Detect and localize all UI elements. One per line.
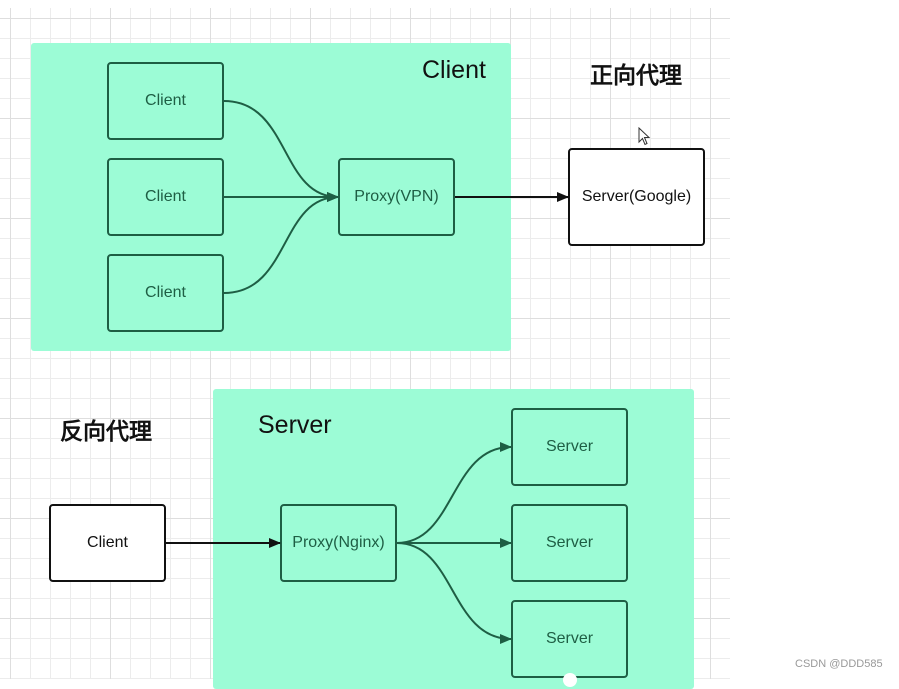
server-node-2[interactable]: Server <box>511 504 628 582</box>
reverse-proxy-heading: 反向代理 <box>60 419 152 445</box>
connector-nginx-to-server1 <box>396 442 512 544</box>
google-server-node[interactable]: Server(Google) <box>568 148 705 246</box>
client-node-1[interactable]: Client <box>107 62 224 140</box>
watermark: CSDN @DDD585 <box>795 658 883 670</box>
client-node-2[interactable]: Client <box>107 158 224 236</box>
nginx-proxy-node[interactable]: Proxy(Nginx) <box>280 504 397 582</box>
connector-client1-to-vpn <box>223 100 339 202</box>
client-zone-label: Client <box>422 56 486 84</box>
client-node-reverse[interactable]: Client <box>49 504 166 582</box>
connector-nginx-to-server3 <box>396 542 512 644</box>
mouse-cursor-icon <box>638 127 651 146</box>
server-node-1[interactable]: Server <box>511 408 628 486</box>
connector-client3-to-vpn <box>223 192 339 294</box>
vpn-proxy-node[interactable]: Proxy(VPN) <box>338 158 455 236</box>
server-zone-label: Server <box>258 411 332 439</box>
connection-handle <box>563 673 577 687</box>
forward-proxy-heading: 正向代理 <box>590 63 682 89</box>
client-node-3[interactable]: Client <box>107 254 224 332</box>
server-node-3[interactable]: Server <box>511 600 628 678</box>
